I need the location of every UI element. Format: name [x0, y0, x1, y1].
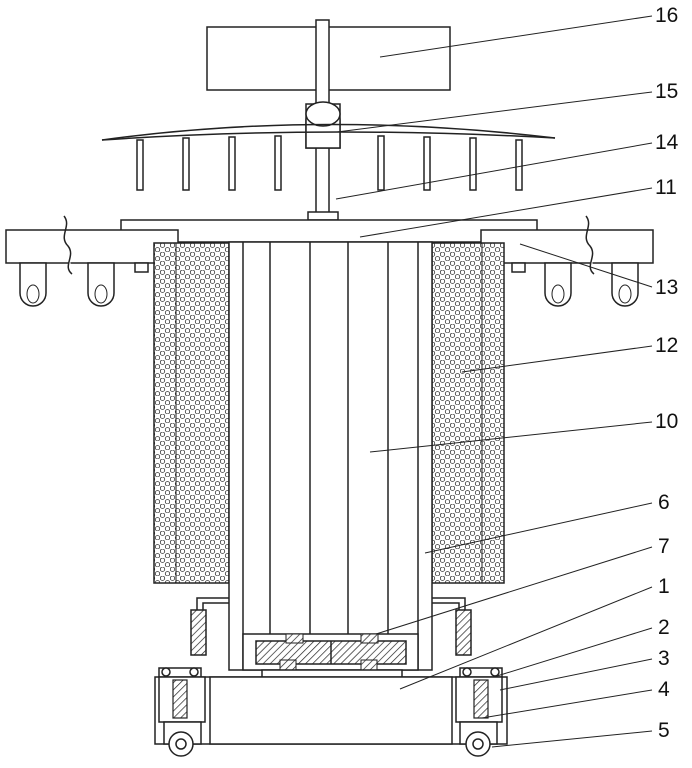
label-1: 1 — [658, 575, 670, 598]
left-bracket — [5, 215, 179, 307]
label-5: 5 — [658, 719, 670, 742]
label-3: 3 — [658, 647, 670, 670]
label-2: 2 — [658, 616, 670, 639]
label-4: 4 — [658, 678, 670, 701]
top-plate — [120, 219, 538, 243]
label-13: 13 — [655, 276, 678, 299]
right-bracket — [480, 215, 654, 307]
nozzle-row — [136, 135, 523, 191]
left-filter — [153, 242, 230, 584]
label-10: 10 — [655, 410, 678, 433]
central-column — [228, 241, 433, 671]
right-wheel-assembly — [455, 667, 503, 757]
base-body — [154, 669, 508, 745]
label-7: 7 — [658, 535, 670, 558]
label-16: 16 — [655, 4, 678, 27]
right-arm — [432, 597, 472, 656]
gear-assembly — [242, 633, 419, 673]
left-wheel-assembly — [158, 667, 206, 757]
callout-labels: 16 15 14 11 13 12 10 6 7 1 2 3 4 5 — [655, 4, 679, 742]
label-14: 14 — [655, 131, 679, 154]
rotating-hub — [305, 101, 341, 149]
label-12: 12 — [655, 334, 678, 357]
label-11: 11 — [655, 176, 677, 199]
leader-lines — [335, 15, 653, 748]
label-15: 15 — [655, 80, 678, 103]
left-arm — [190, 597, 229, 656]
right-filter — [431, 242, 505, 584]
spray-arm — [101, 123, 556, 141]
label-6: 6 — [658, 491, 670, 514]
